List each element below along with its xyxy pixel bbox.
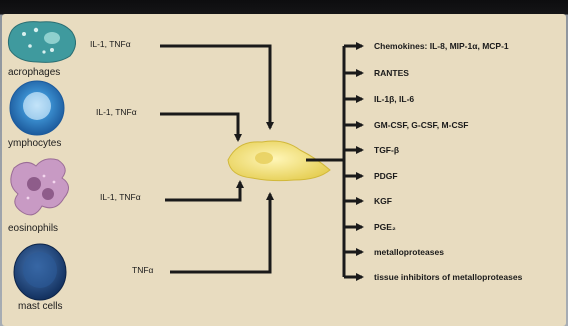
cytokine-label-mast-cell: TNFα	[132, 265, 154, 275]
arrow-macrophage	[160, 46, 270, 128]
arrow-lymphocyte	[160, 114, 238, 140]
product-label: PGE₂	[374, 222, 396, 232]
macrophage-icon	[8, 22, 75, 63]
lymphocyte-icon	[10, 81, 64, 135]
eosinophil-icon	[11, 159, 69, 215]
cytokine-label-eosinophil: IL-1, TNFα	[100, 192, 141, 202]
product-label: tissue inhibitors of metalloproteases	[374, 272, 523, 282]
eosinophil-label: eosinophils	[8, 223, 58, 234]
macrophage-label: acrophages	[8, 67, 60, 78]
arrow-mast-cell	[170, 194, 270, 272]
product-label: RANTES	[374, 68, 409, 78]
product-label: metalloproteases	[374, 247, 444, 257]
arrow-eosinophil	[165, 182, 240, 200]
product-label: TGF-β	[374, 145, 399, 155]
product-label: KGF	[374, 196, 392, 206]
product-label: IL-1β, IL-6	[374, 94, 414, 104]
product-branches	[344, 46, 362, 277]
product-label: GM-CSF, G-CSF, M-CSF	[374, 120, 468, 130]
cytokine-label-lymphocyte: IL-1, TNFα	[96, 107, 137, 117]
product-label: Chemokines: IL-8, MIP-1α, MCP-1	[374, 41, 509, 51]
output-arrows	[306, 46, 344, 277]
mast-cell-icon	[14, 244, 66, 300]
product-label: PDGF	[374, 171, 398, 181]
lymphocyte-label: ymphocytes	[8, 138, 61, 149]
mast-cell-label: mast cells	[18, 301, 62, 312]
cytokine-label-macrophage: IL-1, TNFα	[90, 39, 131, 49]
